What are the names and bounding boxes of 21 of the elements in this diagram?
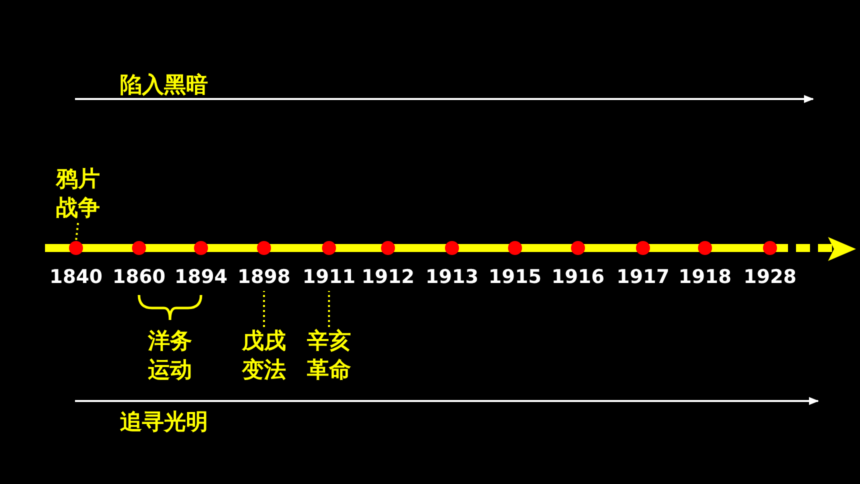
year-label: 1911 [302,265,356,289]
event-label: 辛亥革命 [303,327,355,385]
year-label: 1912 [360,265,416,289]
year-label: 1860 [112,265,166,289]
year-label: 1915 [488,265,542,289]
year-label: 1913 [424,265,480,289]
leader-line [75,222,79,242]
leader-line [263,291,265,327]
heading-label: 陷入黑暗 [120,73,208,99]
year-label: 1898 [236,265,292,289]
year-label: 1918 [678,265,732,289]
year-label: 1840 [48,265,104,289]
heading-label: 追寻光明 [120,410,208,436]
year-label: 1894 [174,265,228,289]
event-label: 洋务运动 [144,327,196,385]
event-label: 鸦片战争 [52,165,104,223]
leader-line [328,291,330,327]
year-label: 1928 [742,265,798,289]
year-label: 1916 [550,265,606,289]
year-label: 1917 [616,265,670,289]
event-label: 戊戌变法 [238,327,290,385]
